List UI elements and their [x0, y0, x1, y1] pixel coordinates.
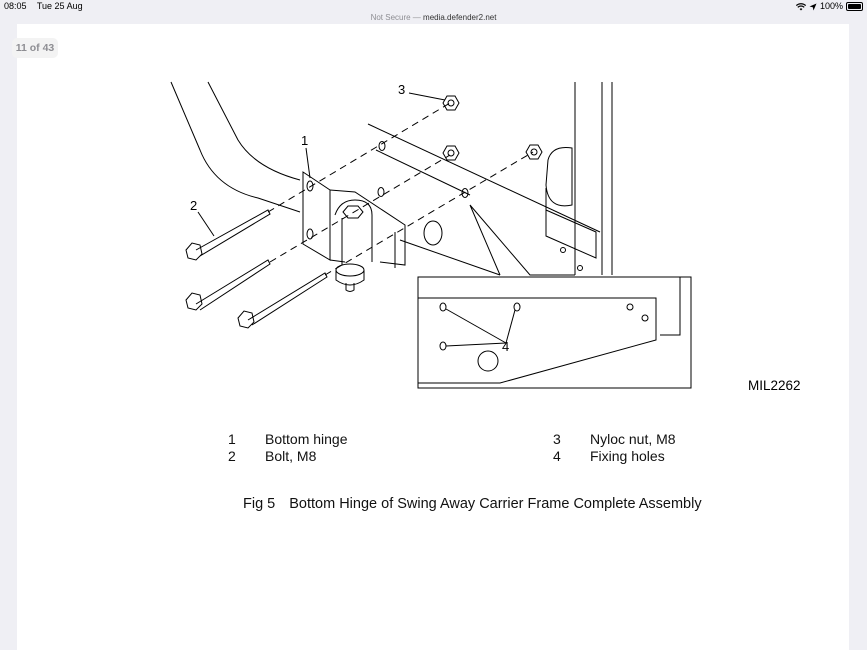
legend-number: 3 — [553, 431, 561, 447]
drawing-reference: MIL2262 — [748, 378, 801, 393]
status-time: 08:05 — [4, 1, 27, 11]
callout-2: 2 — [190, 198, 197, 213]
security-label: Not Secure — — [370, 13, 421, 22]
figure-caption: Fig 5 Bottom Hinge of Swing Away Carrier … — [243, 496, 702, 512]
url-domain[interactable]: media.defender2.net — [423, 13, 497, 22]
callout-3: 3 — [398, 82, 405, 97]
wifi-icon — [795, 2, 806, 10]
page-counter: 11 of 43 — [12, 38, 58, 58]
status-date: Tue 25 Aug — [36, 1, 83, 11]
legend-number: 2 — [228, 448, 236, 464]
caption-number: Fig 5 — [243, 496, 276, 512]
legend-text: Nyloc nut, M8 — [590, 431, 676, 447]
location-icon — [809, 3, 817, 10]
status-left: 08:05 Tue 25 Aug — [4, 0, 91, 13]
callout-1: 1 — [301, 133, 308, 148]
url-bar[interactable]: Not Secure — media.defender2.net — [0, 12, 867, 24]
legend-text: Fixing holes — [590, 448, 665, 464]
battery-percent: 100% — [819, 1, 843, 11]
status-right: 100% — [795, 0, 863, 13]
legend-number: 1 — [228, 431, 236, 447]
legend-text: Bottom hinge — [265, 431, 348, 447]
legend-number: 4 — [553, 448, 561, 464]
caption-text: Bottom Hinge of Swing Away Carrier Frame… — [289, 496, 702, 512]
status-bar: 08:05 Tue 25 Aug 100% — [0, 0, 867, 13]
legend-text: Bolt, M8 — [265, 448, 317, 464]
callout-4: 4 — [502, 339, 509, 354]
battery-icon — [846, 2, 863, 11]
